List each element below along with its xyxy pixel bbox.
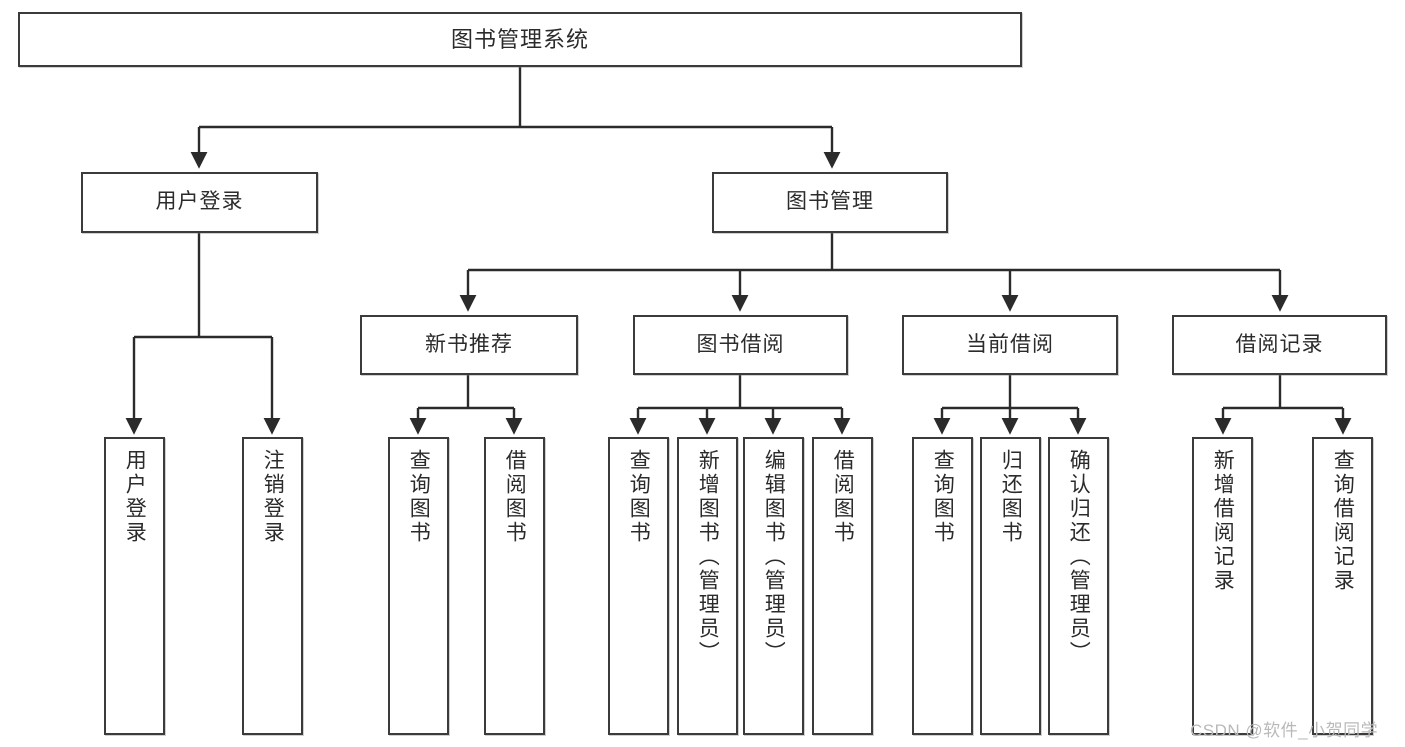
node-label: 查询借阅记录	[1331, 449, 1355, 593]
node-book-borrow[interactable]: 图书借阅	[633, 315, 848, 375]
node-leaf-return-book[interactable]: 归还图书	[980, 437, 1041, 735]
node-label: 借阅图书	[831, 449, 855, 545]
node-label: 当前借阅	[966, 332, 1054, 356]
node-label: 确认归还（管理员）	[1067, 449, 1091, 665]
node-leaf-add-borrow-record[interactable]: 新增借阅记录	[1192, 437, 1253, 735]
node-label: 用户登录	[123, 449, 147, 545]
node-label: 图书管理系统	[450, 26, 589, 52]
node-label: 用户登录	[155, 190, 244, 214]
node-leaf-borrow-book-recommend[interactable]: 借阅图书	[484, 437, 545, 735]
node-user-login[interactable]: 用户登录	[81, 172, 318, 233]
node-leaf-logout[interactable]: 注销登录	[242, 437, 303, 735]
node-label: 新增借阅记录	[1211, 449, 1235, 593]
node-book-management[interactable]: 图书管理	[712, 172, 948, 233]
node-leaf-user-login[interactable]: 用户登录	[104, 437, 165, 735]
node-root-book-management-system[interactable]: 图书管理系统	[18, 12, 1022, 67]
node-leaf-confirm-return-admin[interactable]: 确认归还（管理员）	[1048, 437, 1109, 735]
node-leaf-add-book-admin[interactable]: 新增图书（管理员）	[677, 437, 738, 735]
csdn-watermark: CSDN @软件_小贺同学	[1190, 721, 1379, 740]
node-label: 归还图书	[999, 449, 1023, 545]
node-label: 新增图书（管理员）	[696, 449, 720, 665]
node-label: 新书推荐	[425, 332, 513, 356]
node-new-book-recommend[interactable]: 新书推荐	[360, 315, 578, 375]
node-leaf-query-book-recommend[interactable]: 查询图书	[388, 437, 449, 735]
node-label: 编辑图书（管理员）	[762, 449, 786, 665]
node-label: 查询图书	[627, 449, 651, 545]
node-label: 查询图书	[931, 449, 955, 545]
node-label: 借阅图书	[503, 449, 527, 545]
node-label: 注销登录	[261, 449, 285, 545]
node-label: 查询图书	[407, 449, 431, 545]
node-leaf-edit-book-admin[interactable]: 编辑图书（管理员）	[743, 437, 804, 735]
node-leaf-query-book-borrow[interactable]: 查询图书	[608, 437, 669, 735]
node-borrow-record[interactable]: 借阅记录	[1172, 315, 1387, 375]
node-label: 图书管理	[786, 190, 874, 214]
node-leaf-borrow-book[interactable]: 借阅图书	[812, 437, 873, 735]
node-label: 借阅记录	[1235, 332, 1324, 356]
node-leaf-query-book-current[interactable]: 查询图书	[912, 437, 973, 735]
node-current-borrow[interactable]: 当前借阅	[902, 315, 1118, 375]
node-label: 图书借阅	[696, 332, 785, 356]
node-leaf-query-borrow-record[interactable]: 查询借阅记录	[1312, 437, 1373, 735]
